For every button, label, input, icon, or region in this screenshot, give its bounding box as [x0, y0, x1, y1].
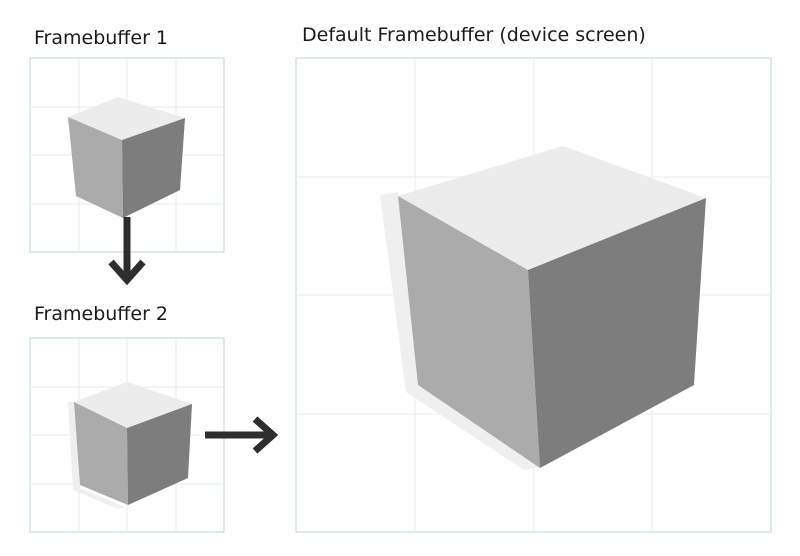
framebuffer-1-panel	[29, 57, 225, 253]
cube-fb2	[68, 382, 192, 509]
default-framebuffer-panel	[295, 57, 772, 533]
framebuffer-1-title: Framebuffer 1	[34, 27, 168, 49]
default-framebuffer-title: Default Framebuffer (device screen)	[302, 24, 646, 46]
cube-fb1	[68, 97, 185, 218]
arrow-down-icon	[108, 217, 146, 286]
arrow-right-icon	[205, 416, 279, 454]
cube-screen	[380, 146, 706, 470]
framebuffer-2-panel	[29, 337, 225, 533]
framebuffer-2-title: Framebuffer 2	[34, 303, 168, 325]
